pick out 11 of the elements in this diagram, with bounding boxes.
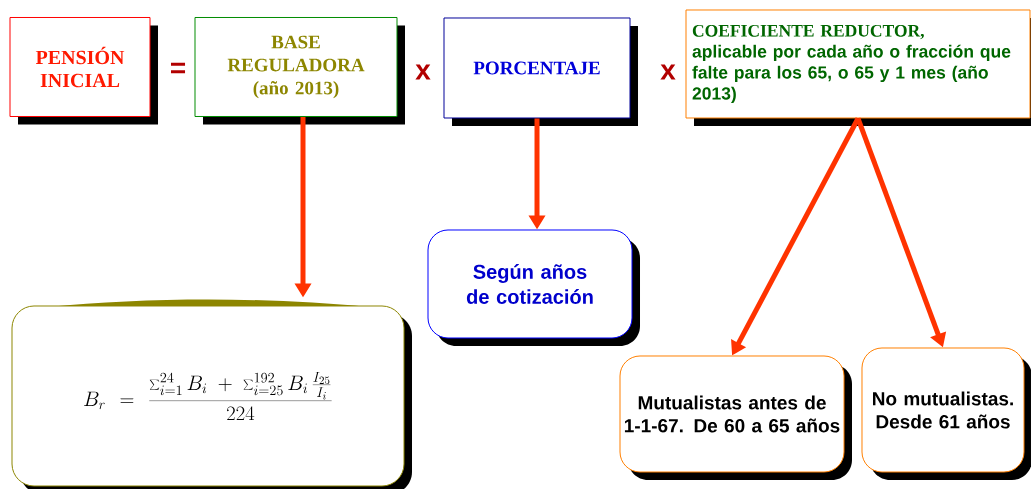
term-box: BASE REGULADORA (año 2013) (194, 17, 405, 125)
operator-sign: x (415, 64, 431, 80)
term-box: PORCENTAJE (443, 17, 638, 126)
operator-sign: = (171, 62, 186, 74)
result-box: Según años de cotización (427, 229, 640, 346)
result-box: No mutualistas. Desde 61 años (861, 347, 1031, 480)
result-box: PENSIÓN INICIAL (9, 17, 158, 125)
formula-box: $B_{r} = \frac{\sum_{i=1}^{24} B_{i} \;+\; \sum_{i=25}^{192} B_{i} \, \frac{I_{25}}{I_{i}}}{224}$ (11, 299, 412, 489)
result-box: Mutualistas antes de 1-1-67. De 60 a 65 años (619, 355, 852, 480)
term-box: COEFICIENTE REDUCTOR, aplicable por cada año o fracción que falte para los 65, o 65 y 1 mes (año 2013) (685, 9, 1031, 126)
operator-sign: x (660, 64, 676, 80)
